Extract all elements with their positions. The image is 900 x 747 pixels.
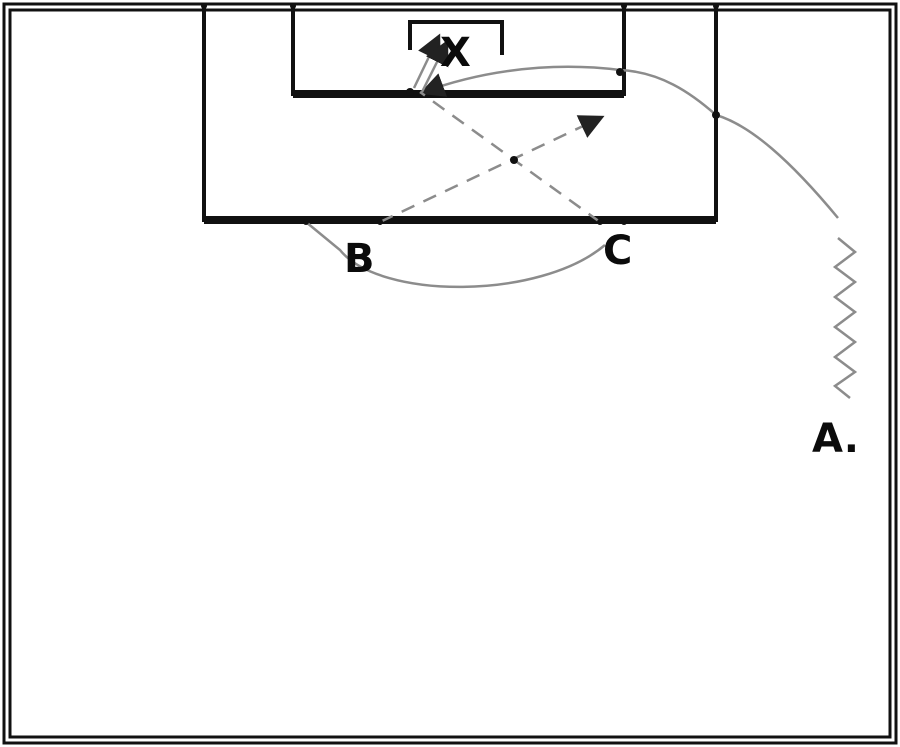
dashed-run-c: [419, 90, 601, 224]
player-x-label: X: [440, 30, 471, 76]
dribble-path-a: [832, 237, 858, 399]
penalty-area: [202, 8, 718, 224]
cross-path: [419, 65, 717, 116]
goal-area: [291, 8, 626, 98]
run-path-a: [715, 113, 839, 219]
keeper-arrow-2: [420, 39, 449, 93]
player-c-label: C: [603, 228, 632, 274]
player-b-label: B: [344, 236, 375, 282]
run-path-b-c: [305, 221, 606, 289]
player-a-label: A.: [812, 416, 859, 462]
keeper-arrow-1: [412, 33, 441, 89]
field-outline-inner: [8, 8, 892, 739]
goal-frame: [408, 20, 504, 55]
dashed-run-b: [379, 115, 605, 224]
path-nodes: [201, 3, 720, 225]
